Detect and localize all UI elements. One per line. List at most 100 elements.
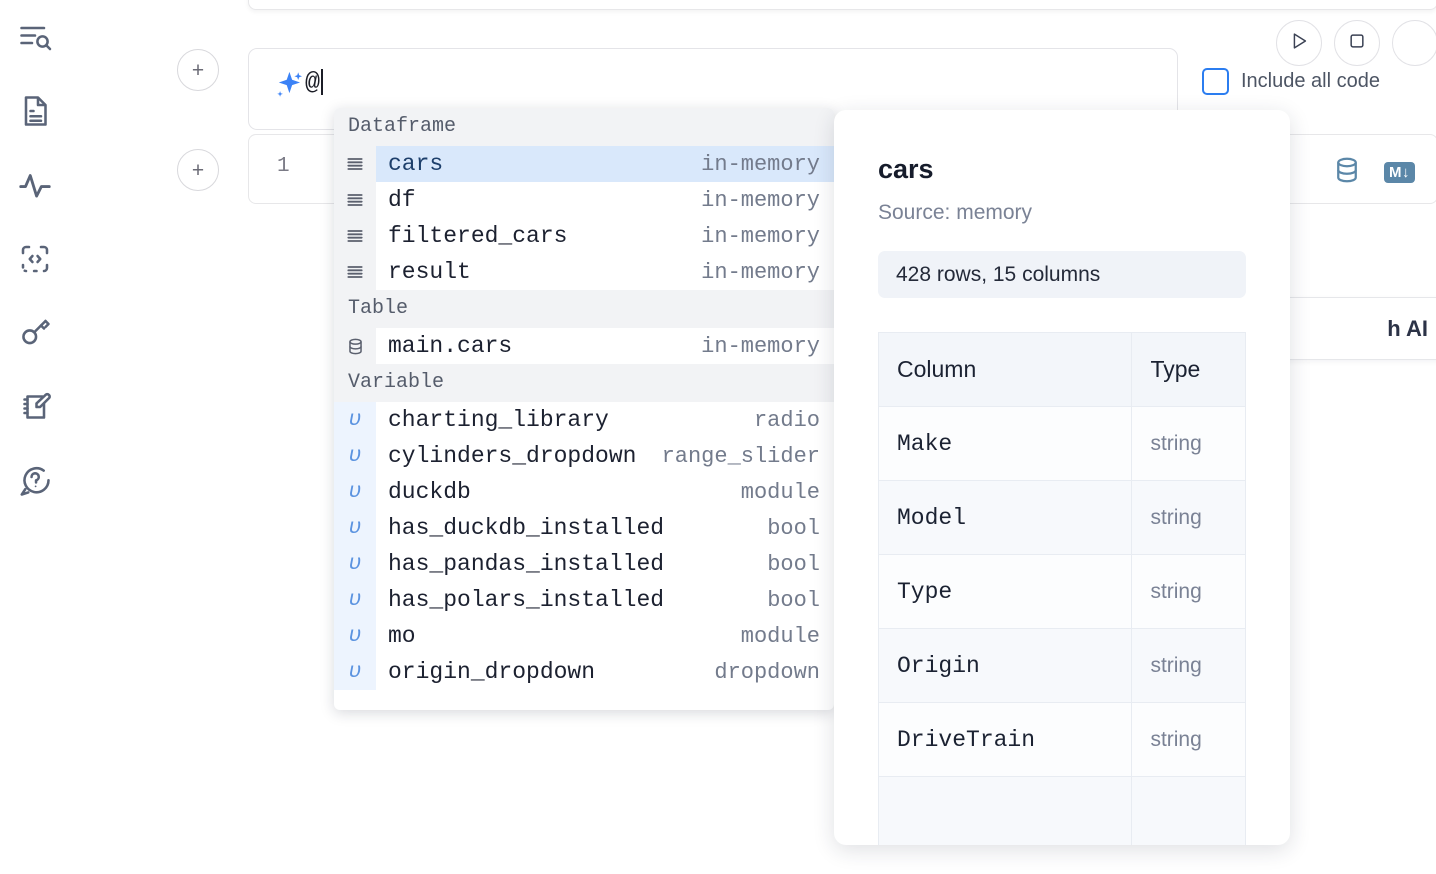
sidebar-item-explore-files[interactable] [16,18,54,56]
variable-icon: υ [334,618,376,654]
cell-column-name: Model [877,480,1133,555]
cell-column-type: string [1131,554,1246,629]
sidebar-item-snippets[interactable] [16,240,54,278]
text-caret [321,69,324,95]
autocomplete-item-type: in-memory [701,146,834,182]
autocomplete-item-type: module [740,479,820,505]
sidebar-rail [0,0,70,874]
autocomplete-item-type: module [740,623,820,649]
autocomplete-item-type: bool [767,587,820,613]
run-toolbar [1276,20,1436,66]
table-row: Model string [877,480,1246,555]
table-row: Type string [877,554,1246,629]
cell-column-type: string [1131,406,1246,481]
autocomplete-item-label: result [388,259,471,285]
autocomplete-item-cylinders-dropdown[interactable]: υ cylinders_dropdown range_slider [334,438,834,474]
autocomplete-item-type: bool [767,551,820,577]
dataframe-icon [334,218,376,254]
stop-square-icon [1347,31,1367,56]
cell-column-name: Make [877,406,1133,481]
preview-shape: 428 rows, 15 columns [878,251,1246,298]
sidebar-item-secrets[interactable] [16,314,54,352]
autocomplete-item-label: duckdb [388,479,471,505]
variable-icon: υ [334,510,376,546]
autocomplete-item-type: in-memory [701,333,820,359]
ai-prompt-value: @ [305,68,321,97]
cell-column-name [877,776,1133,845]
autocomplete-item-cars[interactable]: cars in-memory [334,146,834,182]
help-chat-icon [17,463,53,499]
key-icon [17,315,53,351]
autocomplete-item-has-pandas-installed[interactable]: υ has_pandas_installed bool [334,546,834,582]
database-icon[interactable] [1332,155,1362,190]
autocomplete-item-label: cylinders_dropdown [388,443,637,469]
table-row-partial [877,776,1246,845]
sidebar-item-scratchpad[interactable] [16,388,54,426]
column-header-type: Type [1131,332,1246,407]
autocomplete-item-type: in-memory [701,187,820,213]
autocomplete-item-mo[interactable]: υ mo module [334,618,834,654]
autocomplete-item-charting-library[interactable]: υ charting_library radio [334,402,834,438]
autocomplete-item-df[interactable]: df in-memory [334,182,834,218]
cell-column-type: string [1131,628,1246,703]
autocomplete-item-label: df [388,187,416,213]
cell-column-type: string [1131,480,1246,555]
sidebar-item-help[interactable] [16,462,54,500]
autocomplete-item-main-cars[interactable]: main.cars in-memory [334,328,834,364]
autocomplete-item-result[interactable]: result in-memory [334,254,834,290]
table-row: DriveTrain string [877,702,1246,777]
autocomplete-item-label: charting_library [388,407,609,433]
more-button[interactable] [1392,20,1436,66]
dataframe-icon [334,146,376,182]
previous-cell[interactable] [248,0,1436,10]
variable-icon: υ [334,402,376,438]
autocomplete-group-header: Table [334,290,834,328]
table-row: Origin string [877,628,1246,703]
document-icon [17,93,53,129]
autocomplete-item-label: mo [388,623,416,649]
autocomplete-item-origin-dropdown[interactable]: υ origin_dropdown dropdown [334,654,834,690]
autocomplete-item-has-polars-installed[interactable]: υ has_polars_installed bool [334,582,834,618]
variable-icon: υ [334,546,376,582]
autocomplete-dropdown[interactable]: Dataframe cars in-memory df [334,108,834,710]
database-icon [334,328,376,364]
run-button[interactable] [1276,20,1322,66]
sidebar-item-activity[interactable] [16,166,54,204]
table-row: Make string [877,406,1246,481]
autocomplete-group-header: Dataframe [334,108,834,146]
cell-column-name: DriveTrain [877,702,1133,777]
include-all-code-row[interactable]: Include all code [1202,68,1380,95]
scratchpad-icon [17,389,53,425]
cell-column-name: Type [877,554,1133,629]
ai-chip-button[interactable]: h AI [1265,297,1436,360]
include-all-code-checkbox[interactable] [1202,68,1229,95]
column-header-column: Column [877,332,1133,407]
add-cell-button-top[interactable]: + [177,49,219,91]
add-cell-button-bottom[interactable]: + [177,149,219,191]
preview-schema-table: Column Type Make string Model string Typ… [877,332,1246,845]
autocomplete-item-duckdb[interactable]: υ duckdb module [334,474,834,510]
variable-icon: υ [334,438,376,474]
cell-action-icons: M↓ [1332,155,1415,190]
markdown-icon[interactable]: M↓ [1384,162,1415,183]
autocomplete-item-type: radio [753,407,820,433]
autocomplete-item-label: has_duckdb_installed [388,515,665,541]
ai-prompt-input[interactable]: @ [305,69,1177,95]
cell-column-type: string [1131,702,1246,777]
preview-source: Source: memory [878,201,1033,224]
dataframe-icon [334,182,376,218]
sidebar-item-documentation[interactable] [16,92,54,130]
autocomplete-item-filtered-cars[interactable]: filtered_cars in-memory [334,218,834,254]
include-all-code-label: Include all code [1241,70,1380,92]
autocomplete-item-type: bool [767,515,820,541]
cell-column-name: Origin [877,628,1133,703]
autocomplete-group-header: Variable [334,364,834,402]
line-number: 1 [277,155,290,178]
dataframe-icon [334,254,376,290]
autocomplete-item-label: has_polars_installed [388,587,665,613]
stop-button[interactable] [1334,20,1380,66]
play-icon [1288,30,1310,57]
autocomplete-item-has-duckdb-installed[interactable]: υ has_duckdb_installed bool [334,510,834,546]
autocomplete-item-type: in-memory [701,223,820,249]
variable-icon: υ [334,654,376,690]
